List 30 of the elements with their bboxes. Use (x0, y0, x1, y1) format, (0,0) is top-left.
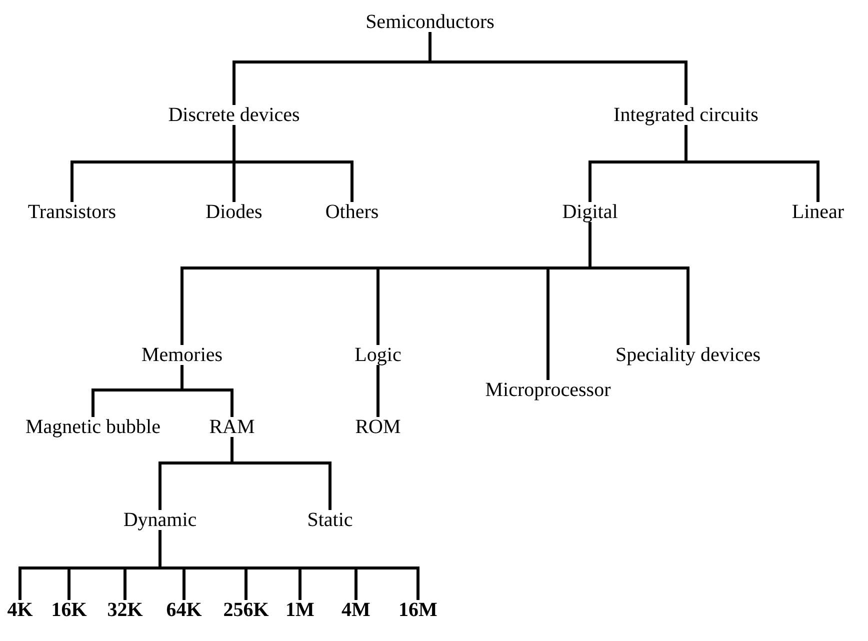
node-label: Logic (354, 344, 402, 366)
node-label: Integrated circuits (614, 104, 758, 126)
node-label: Magnetic bubble (26, 416, 160, 438)
node-label: 4M (342, 599, 370, 621)
connector-line (376, 365, 380, 417)
node-label: ROM (355, 416, 401, 438)
node-label: Others (325, 201, 379, 223)
node-label: 64K (166, 599, 202, 621)
connector-line (232, 125, 354, 202)
node-label: 1M (286, 599, 314, 621)
node-label: 16K (51, 599, 87, 621)
node-label: 32K (107, 599, 143, 621)
node-label: Microprocessor (485, 379, 611, 401)
node-label: Linear (792, 201, 844, 223)
node-label: Dynamic (123, 509, 197, 531)
node-label: 16M (398, 599, 438, 621)
node-label: Static (307, 509, 353, 531)
node-label: Memories (141, 344, 223, 366)
connector-line (158, 530, 420, 600)
connector-line (180, 365, 234, 417)
node-label: Digital (562, 201, 618, 223)
node-label: Transistors (28, 201, 116, 223)
node-label: 256K (223, 599, 269, 621)
node-label: Speciality devices (616, 344, 760, 366)
connector-line (230, 437, 332, 510)
node-label: RAM (209, 416, 255, 438)
node-label: Discrete devices (168, 104, 300, 126)
node-label: Semiconductors (366, 11, 494, 33)
node-label: Diodes (206, 201, 262, 223)
node-label: 4K (7, 599, 33, 621)
